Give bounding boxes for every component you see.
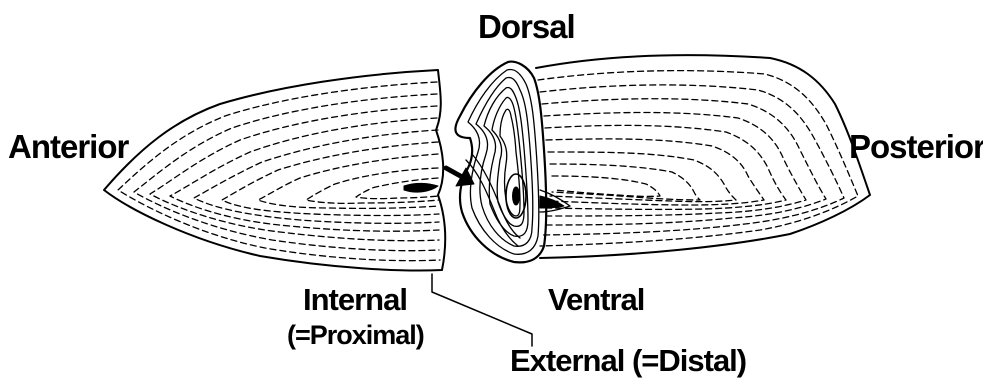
- ventral-extension-core: [540, 196, 564, 208]
- cross-section-core: [513, 187, 520, 205]
- label-dorsal: Dorsal: [478, 8, 575, 46]
- posterior-growth-rings: [538, 71, 858, 246]
- label-external: External (=Distal): [510, 343, 746, 379]
- label-posterior: Posterior: [849, 128, 983, 166]
- external-bracket: [432, 274, 532, 346]
- cross-section: [455, 62, 570, 263]
- arrow-icon: [446, 168, 474, 186]
- label-internal: Internal: [303, 282, 407, 318]
- label-ventral: Ventral: [548, 282, 644, 318]
- label-anterior: Anterior: [8, 128, 128, 166]
- label-internal-note: (=Proximal): [287, 320, 424, 351]
- anterior-core: [404, 183, 438, 192]
- cross-section-rings: [466, 70, 539, 255]
- anterior-growth-rings: [118, 82, 440, 261]
- cross-section-outline: [455, 62, 546, 263]
- anterior-fragment: [104, 70, 445, 270]
- posterior-fragment: [536, 55, 870, 258]
